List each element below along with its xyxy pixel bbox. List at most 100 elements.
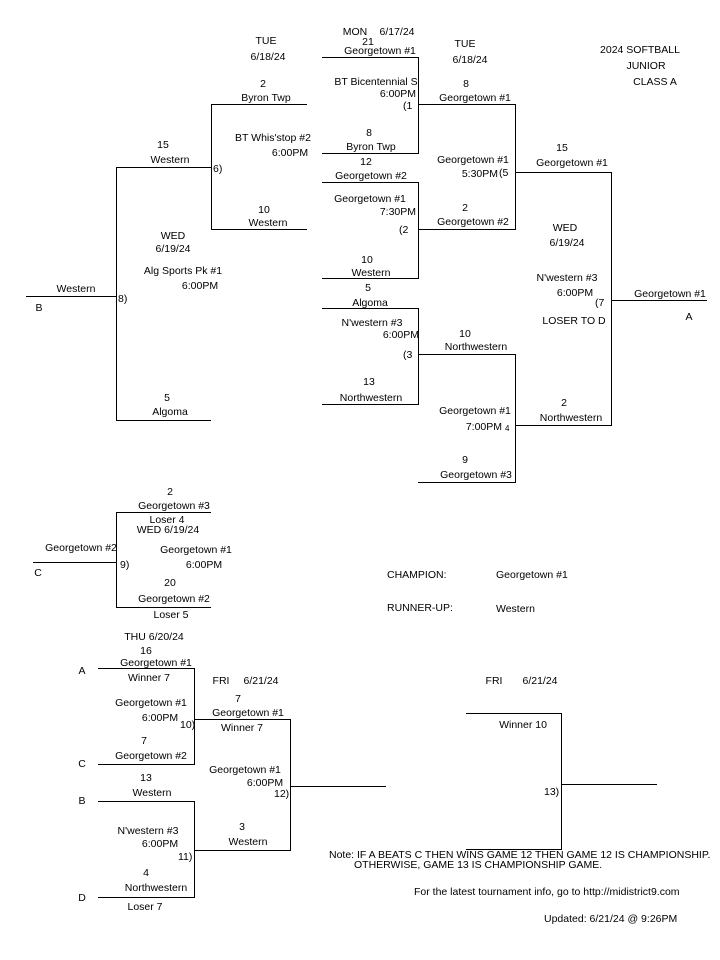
bracket-line [211, 104, 307, 105]
runner-up-value: Western [496, 603, 535, 615]
team-score: 10 [361, 254, 373, 266]
team-score: 10 [459, 328, 471, 340]
bracket-line [418, 229, 515, 230]
game-site: Georgetown #1 [160, 544, 232, 556]
team-score: 15 [556, 142, 568, 154]
team-name: Byron Twp [241, 92, 291, 104]
team-score: 5 [365, 282, 371, 294]
day-label: WED [160, 230, 186, 242]
team-name: Georgetown #2 [138, 593, 210, 605]
day-date-label: WED 6/19/24 [136, 524, 200, 536]
team-score: 5 [164, 392, 170, 404]
game-number: 8) [118, 293, 128, 305]
game-number: 12) [274, 788, 290, 800]
game-time: 7:30PM [379, 206, 416, 218]
bracket-letter: B [35, 302, 43, 314]
team-name: Byron Twp [346, 141, 396, 153]
bracket-line [194, 668, 195, 765]
bracket-letter: A [685, 311, 693, 323]
game-number: (7 [595, 297, 605, 309]
game-site: Georgetown #1 [439, 405, 511, 417]
game-time: 6:00PM [379, 88, 416, 100]
team-name: Northwestern [124, 882, 188, 894]
bracket-line [322, 278, 418, 279]
bracket-letter: C [78, 758, 86, 770]
team-name: Georgetown #2 [45, 542, 117, 554]
day-date-label: THU 6/20/24 [124, 631, 184, 643]
date-label: 6/21/24 [522, 675, 558, 687]
bracket-line [26, 296, 116, 297]
game-number: (2 [399, 224, 409, 236]
date-label: 6/17/24 [379, 26, 415, 38]
team-name: Western [132, 787, 172, 799]
game-number: 13) [544, 786, 560, 798]
bracket-line [98, 668, 194, 669]
game-number: 6) [213, 163, 223, 175]
team-score: 10 [258, 204, 270, 216]
bracket-line [116, 167, 211, 168]
bracket-line [561, 713, 562, 850]
runner-up-label: RUNNER-UP: [387, 602, 453, 614]
team-score: 7 [141, 735, 147, 747]
game-time: 5:30PM [461, 168, 498, 180]
bracket-line [290, 786, 386, 787]
bracket-line [418, 354, 515, 355]
bracket-line [418, 104, 515, 105]
team-score: 20 [164, 577, 176, 589]
bracket-line [116, 512, 211, 513]
team-name: Georgetown #1 [212, 707, 284, 719]
bracket-line [116, 167, 117, 421]
bracket-line [33, 562, 116, 563]
team-score: 13 [140, 772, 152, 784]
bracket-letter: B [78, 795, 86, 807]
day-label: MON [342, 26, 368, 38]
bracket-line [98, 764, 194, 765]
date-label: 6/21/24 [243, 675, 279, 687]
title-line-1: 2024 SOFTBALL [600, 44, 680, 56]
team-name: Northwestern [539, 412, 603, 424]
tournament-info-link[interactable]: For the latest tournament info, go to ht… [414, 886, 680, 898]
bracket-line [194, 850, 290, 851]
game-site: Alg Sports Pk #1 [143, 265, 223, 277]
bracket-line [561, 784, 657, 785]
game-number: 11) [178, 851, 193, 863]
team-name: Western [150, 154, 190, 166]
team-name: Northwestern [339, 392, 403, 404]
bracket-letter: D [78, 892, 86, 904]
game-time: 6:00PM [181, 280, 219, 292]
bracket-line [116, 420, 211, 421]
bracket-line [515, 425, 611, 426]
bracket-line [98, 897, 194, 898]
team-source: Loser 4 [149, 514, 185, 526]
team-score: 21 [362, 36, 374, 48]
bracket-line [418, 308, 419, 405]
date-label: 6/19/24 [549, 237, 585, 249]
bracket-line [290, 719, 291, 851]
team-name: Georgetown #1 [536, 157, 608, 169]
team-score: 2 [167, 486, 173, 498]
team-name: Georgetown #1 [634, 288, 706, 300]
updated-timestamp: Updated: 6/21/24 @ 9:26PM [544, 913, 678, 925]
team-name: Georgetown #1 [120, 657, 192, 669]
bracket-line [116, 607, 211, 608]
bracket-line [515, 354, 516, 483]
bracket-line [211, 104, 212, 230]
team-score: 7 [235, 693, 241, 705]
team-name: Algoma [152, 406, 188, 418]
team-score: 9 [462, 454, 468, 466]
game-number: (3 [403, 349, 413, 361]
game-site: N'western #3 [117, 825, 179, 837]
champion-label: CHAMPION: [387, 569, 447, 581]
bracket-line [98, 801, 194, 802]
bracket-line [194, 801, 195, 898]
bracket-line [466, 713, 561, 714]
game-time: 6:00PM [185, 559, 223, 571]
game-number: (5 [499, 167, 509, 179]
bracket-letter: A [78, 665, 86, 677]
day-label: FRI [212, 675, 230, 687]
team-name: Georgetown #3 [440, 469, 512, 481]
game-time: 6:00PM [556, 287, 594, 299]
team-name: Georgetown #2 [437, 216, 509, 228]
date-label: 6/18/24 [452, 54, 488, 66]
team-name: Northwestern [444, 341, 508, 353]
